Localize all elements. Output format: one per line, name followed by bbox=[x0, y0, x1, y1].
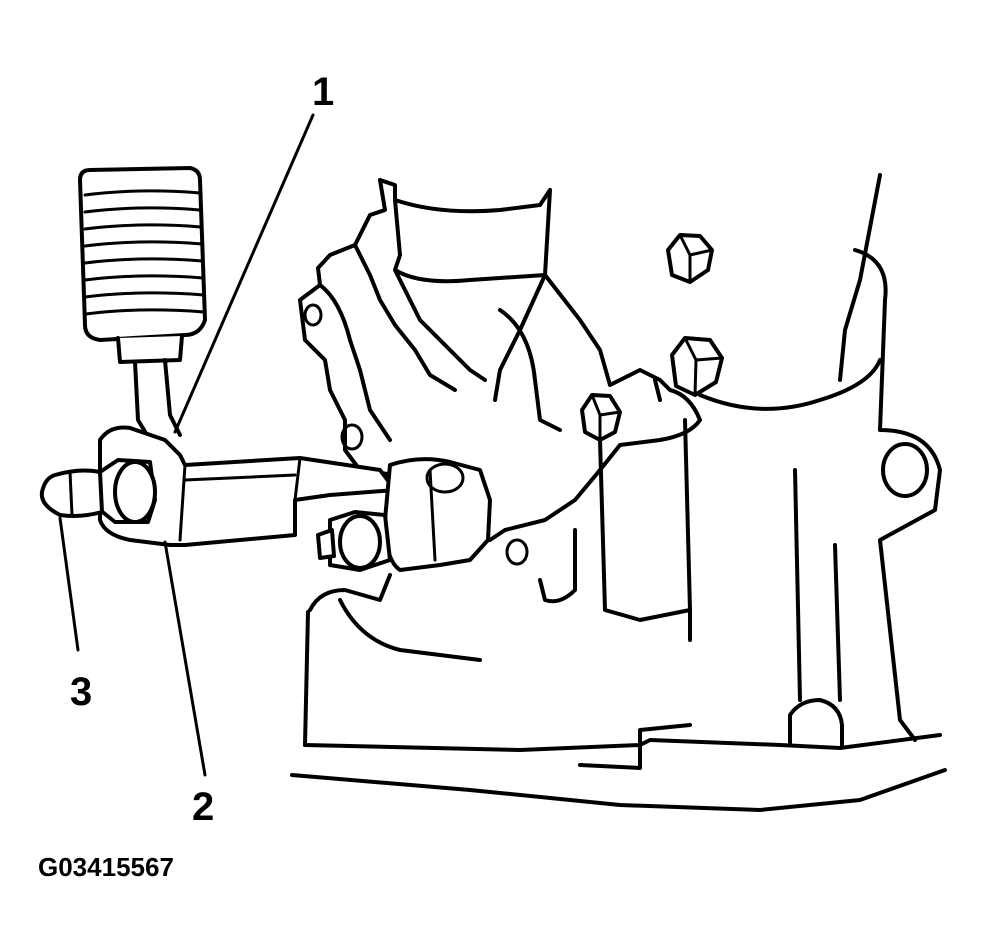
leader-lines bbox=[58, 113, 315, 777]
callout-1-label: 1 bbox=[312, 70, 334, 114]
ball-stud-nut bbox=[39, 458, 157, 524]
hex-bolt-upper bbox=[666, 233, 714, 284]
figure-id: G03415567 bbox=[38, 852, 174, 882]
shift-cable-boot bbox=[78, 166, 207, 442]
callout-2-label: 2 bbox=[192, 785, 214, 829]
transmission-case bbox=[290, 173, 947, 812]
hex-bolt-lower bbox=[580, 393, 622, 442]
shift-lever bbox=[98, 425, 397, 547]
hex-bolt-middle bbox=[670, 336, 724, 397]
callout-3-leader bbox=[58, 516, 80, 652]
callout-3-label: 3 bbox=[70, 670, 92, 714]
selector-shaft bbox=[316, 457, 492, 572]
callout-1-leader bbox=[173, 113, 315, 434]
mounting-bracket bbox=[298, 178, 702, 566]
callout-2-leader bbox=[163, 540, 207, 777]
